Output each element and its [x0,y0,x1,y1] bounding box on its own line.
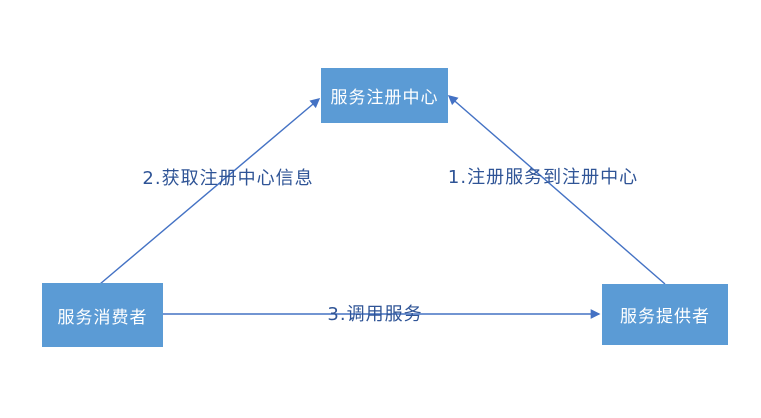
node-service-consumer: 服务消费者 [42,283,163,347]
node-service-provider: 服务提供者 [602,284,728,345]
edge-label-register-service: 1.注册服务到注册中心 [447,167,639,188]
node-service-registry-label: 服务注册中心 [330,88,439,108]
edge-label-get-registry-info: 2.获取注册中心信息 [142,168,314,189]
node-service-registry: 服务注册中心 [321,68,448,123]
node-service-provider-label: 服务提供者 [620,307,710,327]
arrow-consumer-to-registry [99,98,321,285]
arrow-provider-to-registry [447,95,666,285]
edge-label-call-service: 3.调用服务 [327,304,423,325]
node-service-consumer-label: 服务消费者 [57,307,148,328]
